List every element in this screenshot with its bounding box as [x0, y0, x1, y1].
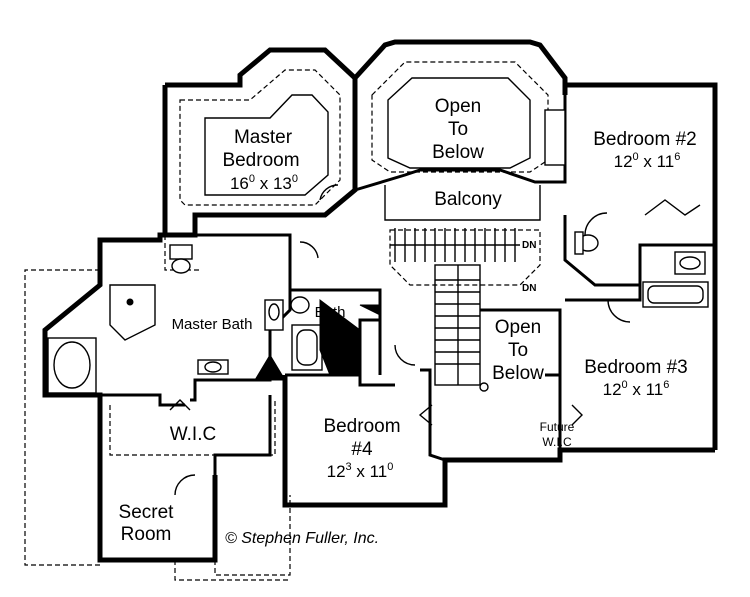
open-below-top-3: Below: [432, 142, 484, 163]
bedroom4-label: Bedroom #4 123 x 110: [323, 416, 400, 481]
secret-room-2: Room: [121, 524, 172, 545]
bed2-closet-door: [544, 109, 701, 216]
balcony-area: DN DN: [384, 185, 541, 294]
bedroom3-label: Bedroom #3 120 x 116: [584, 357, 688, 399]
exterior-walls: [42, 39, 718, 563]
bedroom2-name: Bedroom #2: [593, 129, 697, 150]
future-wic-2: W.I.C: [542, 435, 572, 449]
master-bedroom-name-2: Bedroom: [222, 150, 299, 171]
open-to-below-top-label: Open To Below: [432, 96, 484, 163]
bedroom2-label: Bedroom #2 120 x 116: [593, 129, 697, 171]
master-tray-ceiling: [179, 69, 341, 206]
open-to-below-mid-label: Open To Below: [492, 317, 544, 384]
bedroom3-dim: 120 x 116: [603, 379, 670, 399]
master-bath-shower: [109, 284, 156, 341]
bedroom4-name-1: Bedroom: [323, 416, 400, 437]
master-bedroom-dim: 160 x 130: [230, 173, 298, 193]
stair-dn-label-2: DN: [522, 283, 536, 294]
bath-tub: [290, 296, 361, 376]
wic-label: W.I.C: [170, 424, 216, 445]
master-bath-label: Master Bath: [172, 316, 253, 333]
future-wic-1: Future: [540, 420, 575, 434]
bedroom2-dim: 120 x 116: [614, 151, 681, 171]
open-below-mid-3: Below: [492, 363, 544, 384]
bed2-bath-tub: [642, 281, 709, 308]
bedroom4-name-2: #4: [351, 439, 373, 460]
future-wic-label: Future W.I.C: [540, 420, 575, 449]
doors: [169, 184, 631, 496]
open-below-mid-1: Open: [495, 317, 541, 338]
master-bath-vanity: [197, 299, 284, 375]
master-bath-toilet: [169, 244, 193, 274]
black-wall-pieces: [254, 304, 381, 381]
balcony-label: Balcony: [434, 189, 502, 210]
stair-dn-label-1: DN: [522, 240, 536, 251]
open-below-top-1: Open: [435, 96, 481, 117]
master-bedroom-label: Master Bedroom 160 x 130: [222, 127, 299, 193]
bed2-toilet: [574, 231, 599, 255]
bedroom4-dim: 123 x 110: [327, 461, 394, 481]
secret-room-1: Secret: [119, 502, 175, 523]
secret-room-label: Secret Room: [119, 502, 175, 545]
bed2-sink: [674, 251, 706, 275]
master-bath-tub: [47, 337, 97, 394]
master-bedroom-name-1: Master: [234, 127, 293, 148]
copyright-credit: © Stephen Fuller, Inc.: [225, 530, 379, 547]
lower-stair-run: [434, 264, 489, 392]
bath-label: Bath: [315, 304, 346, 321]
bedroom3-name: Bedroom #3: [584, 357, 688, 378]
open-below-top-2: To: [448, 119, 468, 140]
open-below-mid-2: To: [508, 340, 528, 361]
